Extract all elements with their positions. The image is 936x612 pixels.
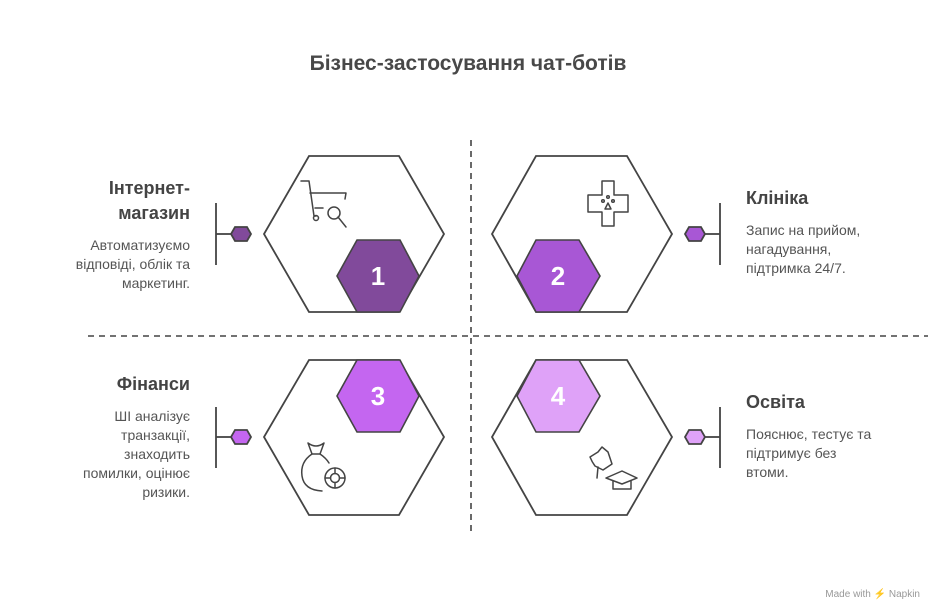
desc-line: помилки, оцінює bbox=[83, 465, 190, 481]
item-finance: Фінанси ШІ аналізує транзакції, знаходит… bbox=[0, 372, 190, 502]
vet-cross-icon bbox=[587, 180, 629, 227]
desc-line: Пояснює, тестує та bbox=[746, 426, 872, 442]
badge-hexagon-2 bbox=[516, 239, 601, 313]
badge-hexagon-4 bbox=[516, 359, 601, 433]
desc-line: відповіді, облік та bbox=[75, 256, 190, 272]
item-internet-store: Інтернет- магазин Автоматизуємо відповід… bbox=[0, 176, 190, 293]
connector-1 bbox=[215, 203, 253, 265]
badge-hexagon-1 bbox=[336, 239, 420, 313]
desc-line: нагадування, bbox=[746, 241, 832, 257]
item-description: Запис на прийом, нагадування, підтримка … bbox=[746, 221, 936, 278]
item-description: ШІ аналізує транзакції, знаходить помилк… bbox=[0, 407, 190, 502]
desc-line: транзакції, bbox=[121, 427, 190, 443]
item-title: Фінанси bbox=[116, 374, 190, 394]
connector-3 bbox=[215, 407, 253, 468]
badge-hexagon-3 bbox=[336, 359, 420, 433]
cart-search-icon bbox=[300, 180, 347, 228]
item-title: Освіта bbox=[746, 392, 805, 412]
napkin-watermark: Made with ⚡ Napkin bbox=[825, 589, 920, 600]
desc-line: ШІ аналізує bbox=[114, 408, 190, 424]
desc-line: маркетинг. bbox=[121, 275, 190, 291]
item-description: Автоматизуємо відповіді, облік та маркет… bbox=[0, 236, 190, 293]
item-title: Інтернет- магазин bbox=[0, 176, 190, 226]
diagram-title: Бізнес-застосування чат-ботів bbox=[309, 52, 627, 75]
connector-4 bbox=[683, 407, 721, 468]
badge-number-3: 3 bbox=[371, 381, 385, 411]
title-line: Інтернет- bbox=[108, 178, 190, 198]
desc-line: підтримка 24/7. bbox=[746, 260, 846, 276]
item-title: Клініка bbox=[746, 188, 809, 208]
money-bag-icon bbox=[300, 442, 346, 492]
desc-line: Запис на прийом, bbox=[746, 222, 861, 238]
desc-line: Автоматизуємо bbox=[90, 237, 190, 253]
item-description: Пояснює, тестує та підтримує без втоми. bbox=[746, 425, 936, 482]
desc-line: знаходить bbox=[124, 446, 190, 462]
badge-number-1: 1 bbox=[371, 261, 385, 291]
title-line: магазин bbox=[118, 203, 190, 223]
connector-2 bbox=[683, 203, 721, 265]
badge-number-2: 2 bbox=[551, 261, 565, 291]
badge-number-4: 4 bbox=[551, 381, 566, 411]
desc-line: ризики. bbox=[142, 484, 190, 500]
education-icon bbox=[589, 446, 638, 490]
item-education: Освіта Пояснює, тестує та підтримує без … bbox=[746, 390, 936, 482]
desc-line: підтримує без bbox=[746, 445, 837, 461]
item-clinic: Клініка Запис на прийом, нагадування, пі… bbox=[746, 186, 936, 278]
desc-line: втоми. bbox=[746, 464, 789, 480]
